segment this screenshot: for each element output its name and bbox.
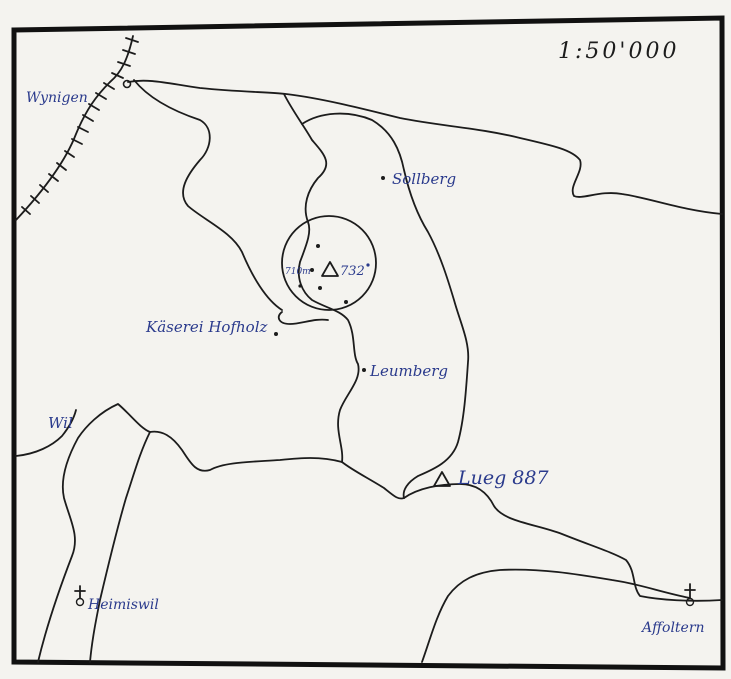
sollberg-point-icon <box>381 176 385 180</box>
summit-triangle-icon <box>321 261 339 277</box>
place-kaeserei[interactable]: Käserei Hofholz <box>145 318 267 336</box>
place-wynigen[interactable]: Wynigen <box>26 90 88 106</box>
railway-line <box>15 35 139 221</box>
place-wil[interactable]: Wil <box>48 414 73 432</box>
summit-circle <box>281 215 377 311</box>
map-scale: 1:50'000 <box>558 39 679 64</box>
affoltern-church-icon <box>684 583 696 607</box>
place-sollberg[interactable]: Sollberg <box>392 170 456 188</box>
map-frame <box>11 15 726 671</box>
place-affoltern[interactable]: Affoltern <box>640 620 705 636</box>
kaeserei-point-icon <box>274 332 278 336</box>
heimiswil-church-icon <box>74 585 86 607</box>
road-network <box>15 79 723 663</box>
place-leumberg[interactable]: Leumberg <box>369 362 448 380</box>
contour-label: 710m <box>285 267 311 277</box>
leumberg-point-icon <box>362 368 366 372</box>
place-lueg[interactable]: Lueg 887 <box>457 467 549 489</box>
wynigen-church-icon <box>122 79 132 89</box>
place-heimiswil[interactable]: Heimiswil <box>87 597 159 613</box>
summit-elevation: 732 <box>340 264 365 279</box>
lueg-triangle-icon <box>433 471 451 487</box>
